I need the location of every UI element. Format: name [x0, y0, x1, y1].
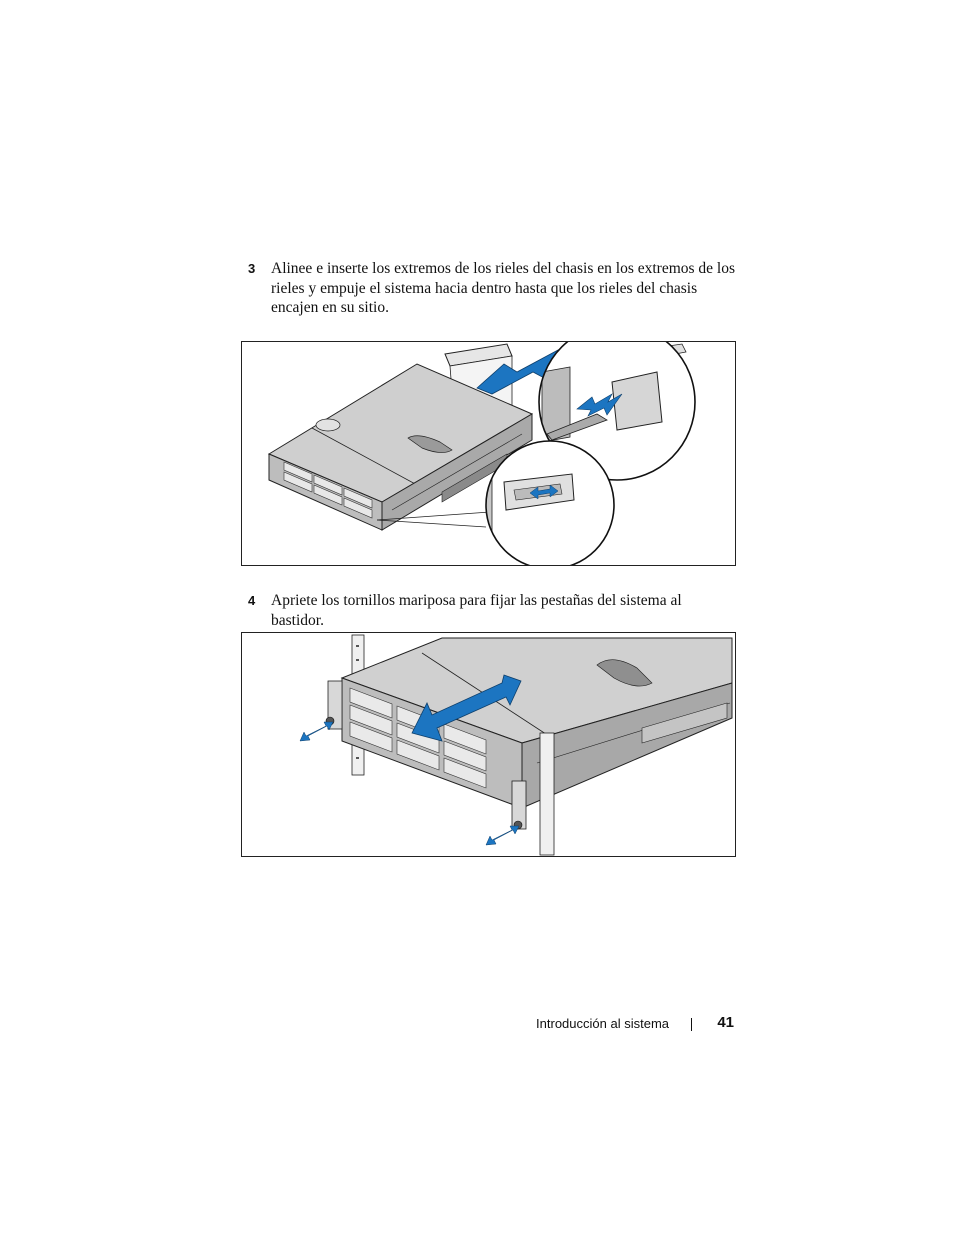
step-number: 4 — [248, 593, 256, 608]
figure-tighten-thumbscrews — [241, 632, 736, 857]
double-arrow-icon — [299, 721, 334, 742]
step-text: Apriete los tornillos mariposa para fija… — [271, 592, 682, 629]
step-number: 3 — [248, 261, 256, 276]
double-arrow-icon — [485, 825, 520, 846]
rail-detail-callout-2 — [486, 441, 614, 565]
page-number: 41 — [717, 1014, 734, 1031]
figure-insert-chassis-rails — [241, 341, 736, 566]
server-chassis-illustration — [267, 342, 696, 565]
double-arrow-icon — [411, 674, 522, 742]
rack-post-right — [539, 732, 555, 856]
rail-detail-callout-1 — [539, 342, 695, 480]
page-footer: Introducción al sistema 41 — [500, 1014, 736, 1036]
step-text: Alinee e inserte los extremos de los rie… — [271, 260, 736, 316]
footer-section-title: Introducción al sistema — [536, 1016, 669, 1031]
footer-separator — [691, 1018, 692, 1031]
rack-mount-illustration — [299, 634, 733, 856]
